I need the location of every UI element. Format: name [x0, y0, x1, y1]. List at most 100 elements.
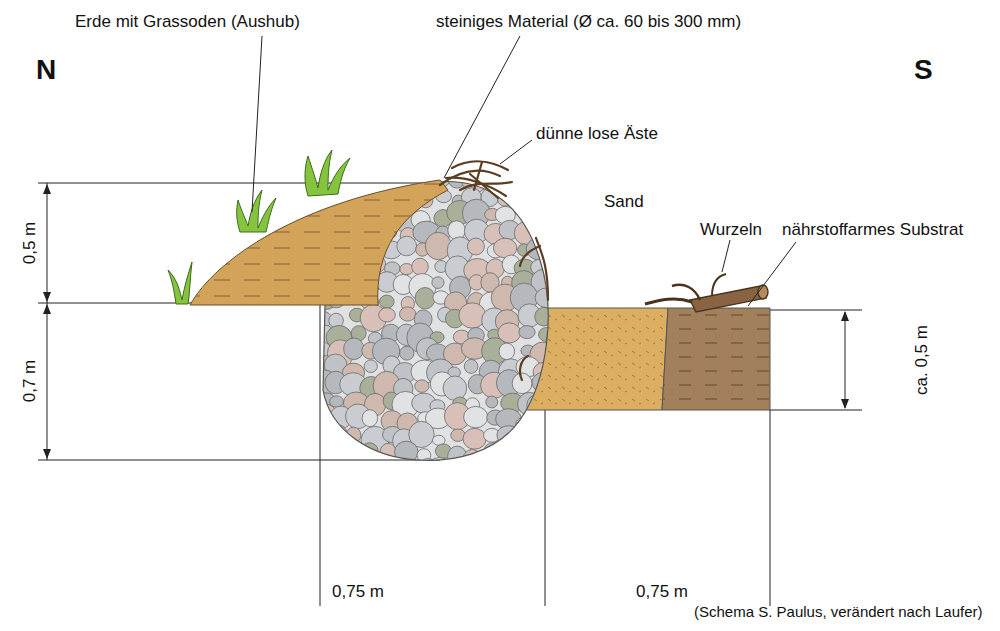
stone [403, 461, 417, 475]
stone [400, 346, 414, 360]
stone [344, 338, 364, 360]
stone [312, 440, 338, 461]
stone [400, 307, 416, 321]
stone [512, 373, 532, 394]
stone [334, 444, 351, 463]
stone [415, 380, 429, 393]
source-caption: (Schema S. Paulus, verändert nach Laufer… [694, 603, 983, 620]
stone [536, 428, 554, 444]
stone [312, 433, 325, 448]
stone [379, 308, 396, 322]
stone [486, 396, 498, 408]
stone [535, 307, 553, 326]
stone [364, 360, 377, 373]
stone [497, 426, 520, 445]
direction-label: S [914, 54, 933, 86]
stone [451, 460, 466, 475]
stone [520, 206, 536, 223]
stone [530, 170, 555, 192]
part-label: steiniges Material (Ø ca. 60 bis 300 mm) [436, 12, 741, 32]
stone [550, 465, 564, 479]
stone [550, 341, 576, 367]
part-label: nährstoffarmes Substrat [782, 220, 963, 240]
stone [519, 326, 535, 339]
stone [467, 238, 484, 255]
stone [516, 444, 530, 457]
leader-lines [252, 36, 796, 306]
stone [415, 288, 435, 309]
stone [380, 443, 396, 460]
stone [426, 458, 452, 483]
stone [432, 277, 444, 289]
stone [345, 446, 364, 464]
stone [511, 169, 538, 195]
part-label: dünne lose Äste [536, 124, 658, 144]
stone [553, 359, 566, 372]
stone [503, 466, 517, 478]
stone [519, 193, 533, 204]
stone [362, 410, 378, 427]
stone [463, 428, 486, 449]
loose-branches [440, 161, 548, 380]
stone [480, 462, 507, 488]
roots-log [645, 274, 768, 312]
stone [547, 424, 566, 442]
stone [326, 424, 347, 442]
stone [549, 308, 566, 323]
dimension-label: ca. 0,5 m [912, 325, 932, 395]
stone [343, 458, 370, 486]
stone [546, 223, 573, 248]
stone [545, 168, 569, 193]
stone [547, 253, 575, 277]
dimension-label: 0,75 m [332, 582, 384, 602]
stone [425, 232, 451, 259]
stone [546, 328, 570, 350]
stone [464, 406, 488, 427]
stone [400, 264, 414, 275]
stone [516, 428, 539, 449]
substrate-layer [662, 308, 770, 410]
stone [547, 189, 569, 207]
stone [367, 172, 383, 187]
stone [514, 222, 538, 245]
stone [510, 462, 535, 483]
stone [536, 205, 554, 222]
earth-mound [190, 180, 448, 305]
stone [527, 394, 552, 417]
stone [459, 303, 486, 328]
stone [533, 413, 548, 427]
direction-label: N [36, 54, 56, 86]
stone [550, 407, 572, 427]
stone [533, 225, 546, 239]
stone [536, 458, 558, 479]
dimension-arrowheads [43, 184, 849, 459]
stone [549, 273, 574, 298]
stone [362, 458, 384, 478]
stone [496, 443, 519, 465]
part-label: Sand [604, 192, 644, 212]
part-label: Wurzeln [700, 220, 762, 240]
stone [443, 376, 467, 400]
stone [534, 439, 557, 464]
dimension-label: 0,5 m [20, 222, 40, 265]
dimension-lines [38, 183, 862, 606]
grass-tufts [168, 150, 350, 304]
stone [397, 236, 417, 256]
stone [464, 359, 478, 373]
stone [551, 241, 565, 254]
stone [418, 459, 437, 478]
stone [465, 463, 480, 476]
stone [549, 445, 569, 461]
dimension-label: 0,75 m [636, 582, 688, 602]
stone [550, 296, 564, 311]
stone [346, 427, 361, 443]
stone [499, 343, 515, 360]
stone [381, 461, 399, 478]
stone [412, 258, 429, 275]
part-label: Erde mit Grassoden (Aushub) [75, 12, 300, 32]
stone [380, 295, 395, 308]
stone [547, 202, 573, 224]
stone [312, 459, 332, 478]
